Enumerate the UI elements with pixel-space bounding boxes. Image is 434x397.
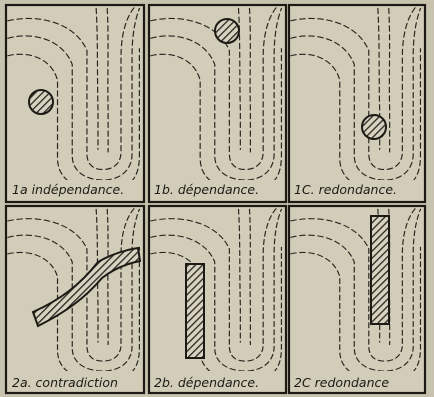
panel-1b-caption: 1b. dépendance. — [154, 182, 259, 197]
panel-2b-bar — [186, 264, 204, 358]
panel-1a-caption: 1a indépendance. — [12, 182, 124, 197]
panel-frames — [6, 5, 425, 393]
panel-1c-caption: 1C. redondance. — [294, 182, 397, 197]
panel-2b-caption: 2b. dépendance. — [154, 375, 259, 390]
panel-1b-disc — [215, 19, 239, 43]
panel-1a-disc — [29, 90, 53, 114]
panel-2c-bar — [371, 216, 389, 324]
panel-2a-caption: 2a. contradiction — [12, 375, 118, 390]
panel-2c-caption: 2C redondance — [294, 375, 389, 390]
panel-1c-disc — [362, 115, 386, 139]
